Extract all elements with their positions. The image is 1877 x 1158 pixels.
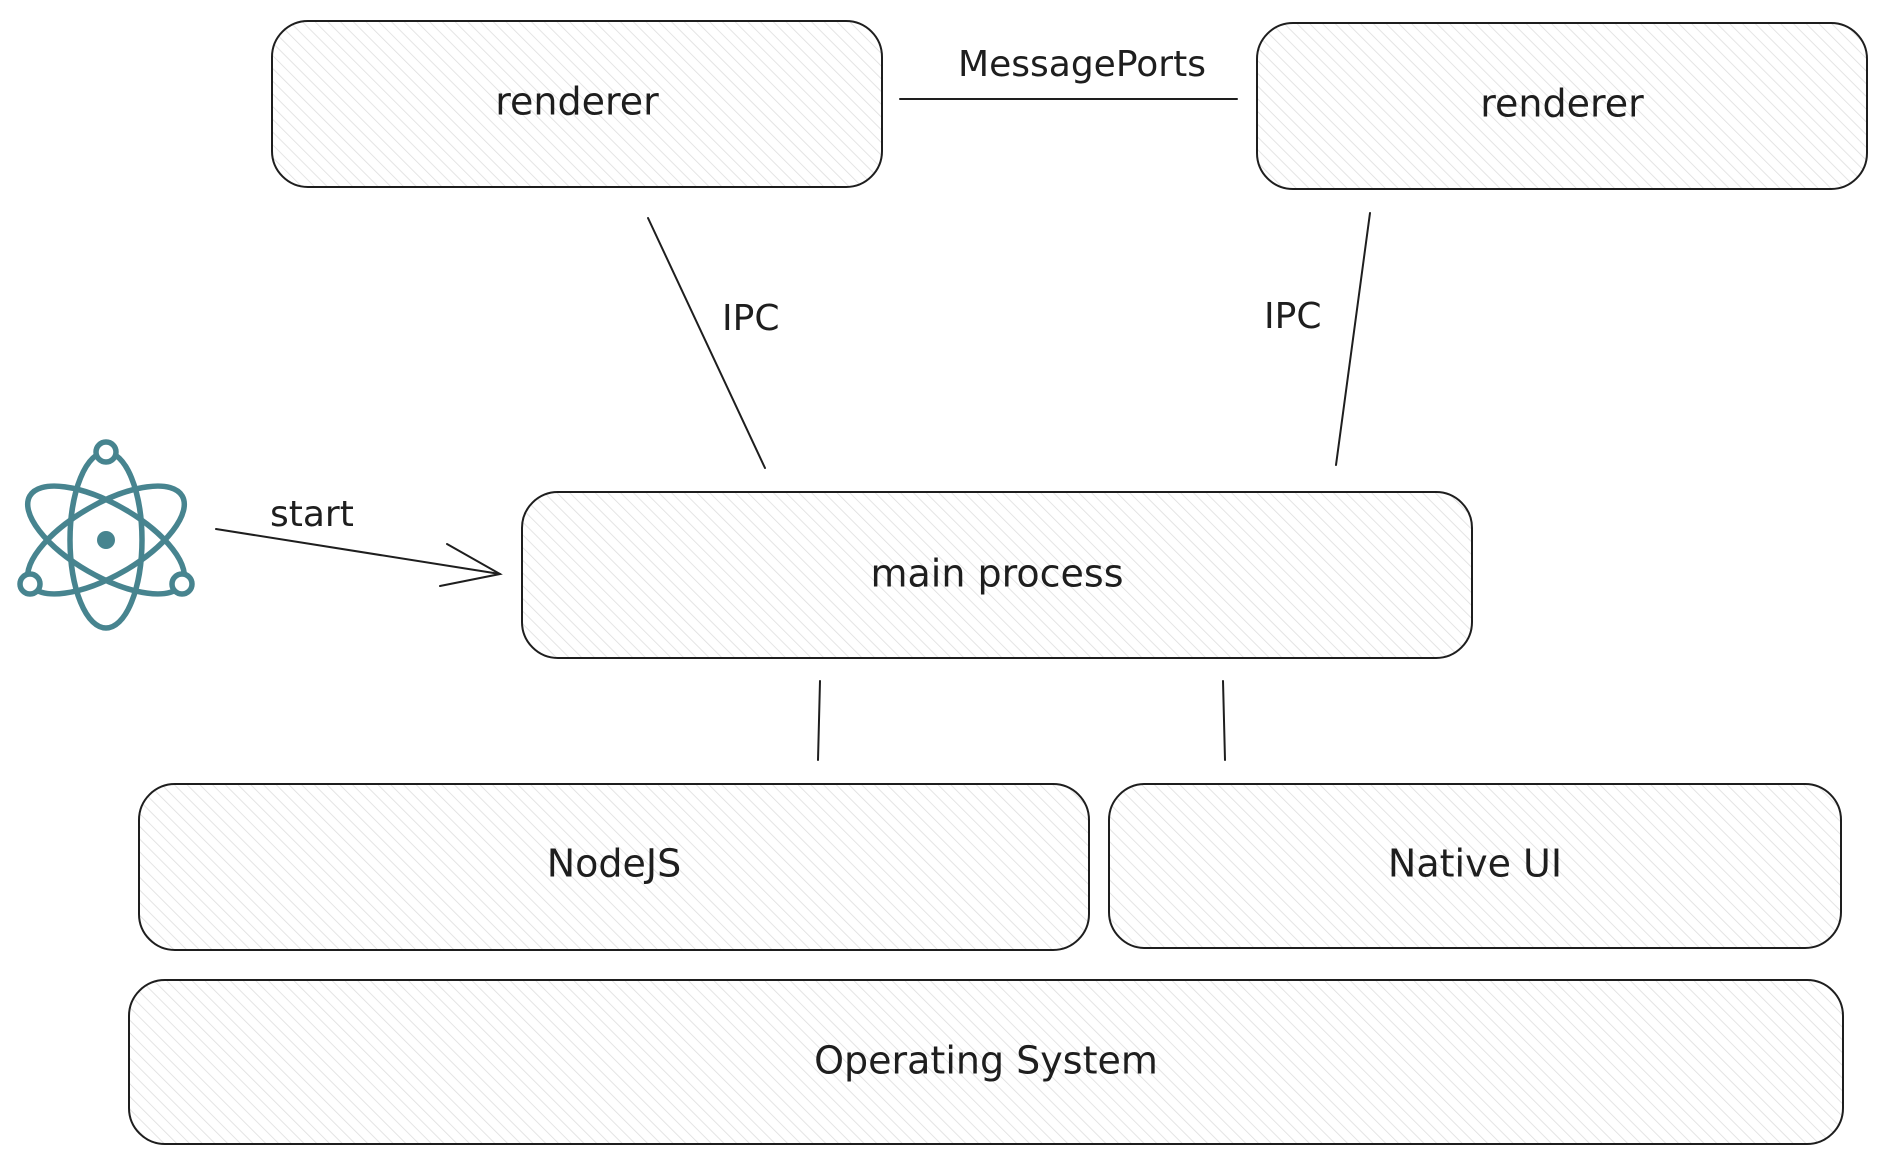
node-operating-system: Operating System bbox=[128, 979, 1844, 1145]
renderer-left-label: renderer bbox=[495, 80, 659, 124]
renderer-right-label: renderer bbox=[1480, 82, 1644, 126]
start-arrow-head bbox=[439, 543, 503, 587]
node-renderer-right: renderer bbox=[1256, 22, 1868, 190]
node-native-ui: Native UI bbox=[1108, 783, 1842, 949]
node-renderer-left: renderer bbox=[271, 20, 883, 188]
main-process-label: main process bbox=[870, 552, 1123, 596]
main-process-box bbox=[521, 491, 1473, 659]
native-ui-box bbox=[1108, 783, 1842, 949]
main-to-nodejs-connector bbox=[817, 680, 821, 761]
electron-logo-icon bbox=[17, 439, 195, 631]
nodejs-box bbox=[138, 783, 1090, 951]
node-nodejs: NodeJS bbox=[138, 783, 1090, 951]
ipc-left-label: IPC bbox=[722, 298, 779, 339]
ipc-right-label: IPC bbox=[1264, 296, 1321, 337]
native-ui-label: Native UI bbox=[1388, 842, 1562, 886]
node-main-process: main process bbox=[521, 491, 1473, 659]
main-to-native-ui-connector bbox=[1222, 680, 1226, 761]
start-arrow-shaft bbox=[215, 528, 501, 575]
ipc-left-connector bbox=[647, 217, 766, 469]
renderer-left-box bbox=[271, 20, 883, 188]
renderer-right-box bbox=[1256, 22, 1868, 190]
start-arrow bbox=[215, 528, 503, 587]
ipc-right-connector bbox=[1335, 212, 1371, 466]
operating-system-box bbox=[128, 979, 1844, 1145]
message-ports-label: MessagePorts bbox=[958, 44, 1206, 85]
operating-system-label: Operating System bbox=[814, 1039, 1158, 1083]
nodejs-label: NodeJS bbox=[547, 842, 682, 886]
connectors bbox=[215, 98, 1371, 761]
start-label: start bbox=[270, 494, 354, 535]
